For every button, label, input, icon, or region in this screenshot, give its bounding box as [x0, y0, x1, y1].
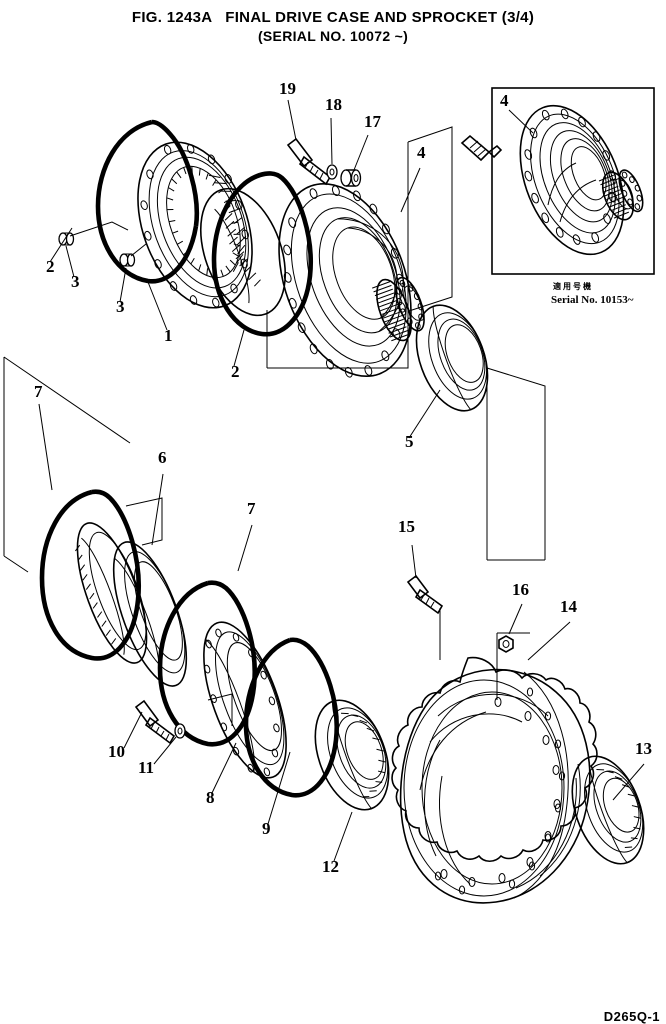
- callout-3b: 3: [116, 297, 125, 316]
- leader-5: [408, 389, 441, 439]
- callout-13: 13: [635, 739, 652, 758]
- callout-7a: 7: [34, 382, 43, 401]
- callout-9: 9: [262, 819, 271, 838]
- callout-3a: 3: [71, 272, 80, 291]
- figure-title-line2: (SERIAL NO. 10072 ~): [257, 28, 409, 44]
- leaders-lowerleft: [38, 403, 291, 825]
- part-13-tapered-bearing: [571, 755, 645, 865]
- inset-stud-bolt: [460, 134, 503, 162]
- part-3-plug-a: [58, 232, 75, 246]
- inset-caption-jp: 適用号機: [553, 281, 593, 291]
- part-1-gear-face: [199, 187, 287, 317]
- callout-4: 4: [417, 143, 426, 162]
- part-7-oring-a: [39, 489, 141, 661]
- callout-12: 12: [322, 857, 339, 876]
- callout-8: 8: [206, 788, 215, 807]
- leader-12: [333, 811, 353, 862]
- part-17-spacer: [340, 169, 362, 187]
- callout-15: 15: [398, 517, 415, 536]
- inset-caption-en: Serial No. 10153~: [551, 294, 634, 306]
- callout-17: 17: [364, 112, 382, 131]
- callout-6: 6: [158, 448, 167, 467]
- group-bracket-seal: [486, 367, 546, 561]
- part-3-plug-b: [119, 253, 136, 267]
- callout-18: 18: [325, 95, 342, 114]
- part-10-bolt: [134, 699, 176, 745]
- part-12-roller-bearing: [314, 699, 390, 811]
- callout-10: 10: [108, 742, 125, 761]
- callout-labels: 2 3 3 1 2 19 18 17 4 5 7 6 7 10 11 8 9 1…: [34, 79, 652, 876]
- callout-2b: 2: [231, 362, 240, 381]
- part-6-spacer-ring: [75, 522, 148, 664]
- final-drive-case-flange: [434, 671, 569, 899]
- inset-leader-4: [508, 109, 534, 134]
- callout-11: 11: [138, 758, 154, 777]
- part-2-oring-left: [95, 119, 200, 284]
- leader-16: [508, 603, 523, 635]
- part-11-washer: [174, 723, 186, 739]
- callout-2a: 2: [46, 257, 55, 276]
- group-bracket-lowerleft: [3, 356, 131, 573]
- figure-title-line1: FIG. 1243A FINAL DRIVE CASE AND SPROCKET…: [131, 9, 535, 26]
- part-6-ring-b: [112, 541, 188, 687]
- part-18-washer: [326, 164, 338, 180]
- callout-7b: 7: [247, 499, 256, 518]
- callout-14: 14: [560, 597, 578, 616]
- part-16-nut: [498, 635, 514, 653]
- part-14-sprocket: [391, 656, 598, 897]
- leaders-group-topleft: [49, 221, 245, 367]
- leaders-fasteners: [287, 99, 369, 171]
- part-7-oring-b: [157, 580, 257, 747]
- callout-5: 5: [405, 432, 414, 451]
- part-2-oring-right: [211, 171, 313, 337]
- part-8-cover-ring: [203, 621, 287, 779]
- callout-19: 19: [279, 79, 296, 98]
- callout-1: 1: [164, 326, 173, 345]
- inset-callout-4: 4: [500, 91, 509, 110]
- leader-4: [400, 167, 421, 213]
- part-15-bolt: [406, 574, 444, 615]
- inset-detail-box: 4: [491, 87, 655, 275]
- part-4-hub-carrier: [278, 183, 412, 378]
- drawing-footer-code: D265Q-1: [603, 1009, 660, 1024]
- group-bracket-hub: [266, 126, 453, 369]
- part-4-spline-hub: [372, 276, 425, 342]
- final-drive-case: [399, 668, 591, 904]
- part-9-oring: [243, 637, 339, 798]
- leader-14: [527, 621, 571, 661]
- leader-15: [411, 544, 417, 579]
- part-5-floating-seal: [415, 304, 489, 412]
- figure-title-block: FIG. 1243A FINAL DRIVE CASE AND SPROCKET…: [0, 8, 666, 45]
- leader-13: [612, 763, 645, 801]
- part-19-bolt: [286, 137, 332, 186]
- callout-16: 16: [512, 580, 529, 599]
- part-1-ring-gear: [137, 141, 253, 309]
